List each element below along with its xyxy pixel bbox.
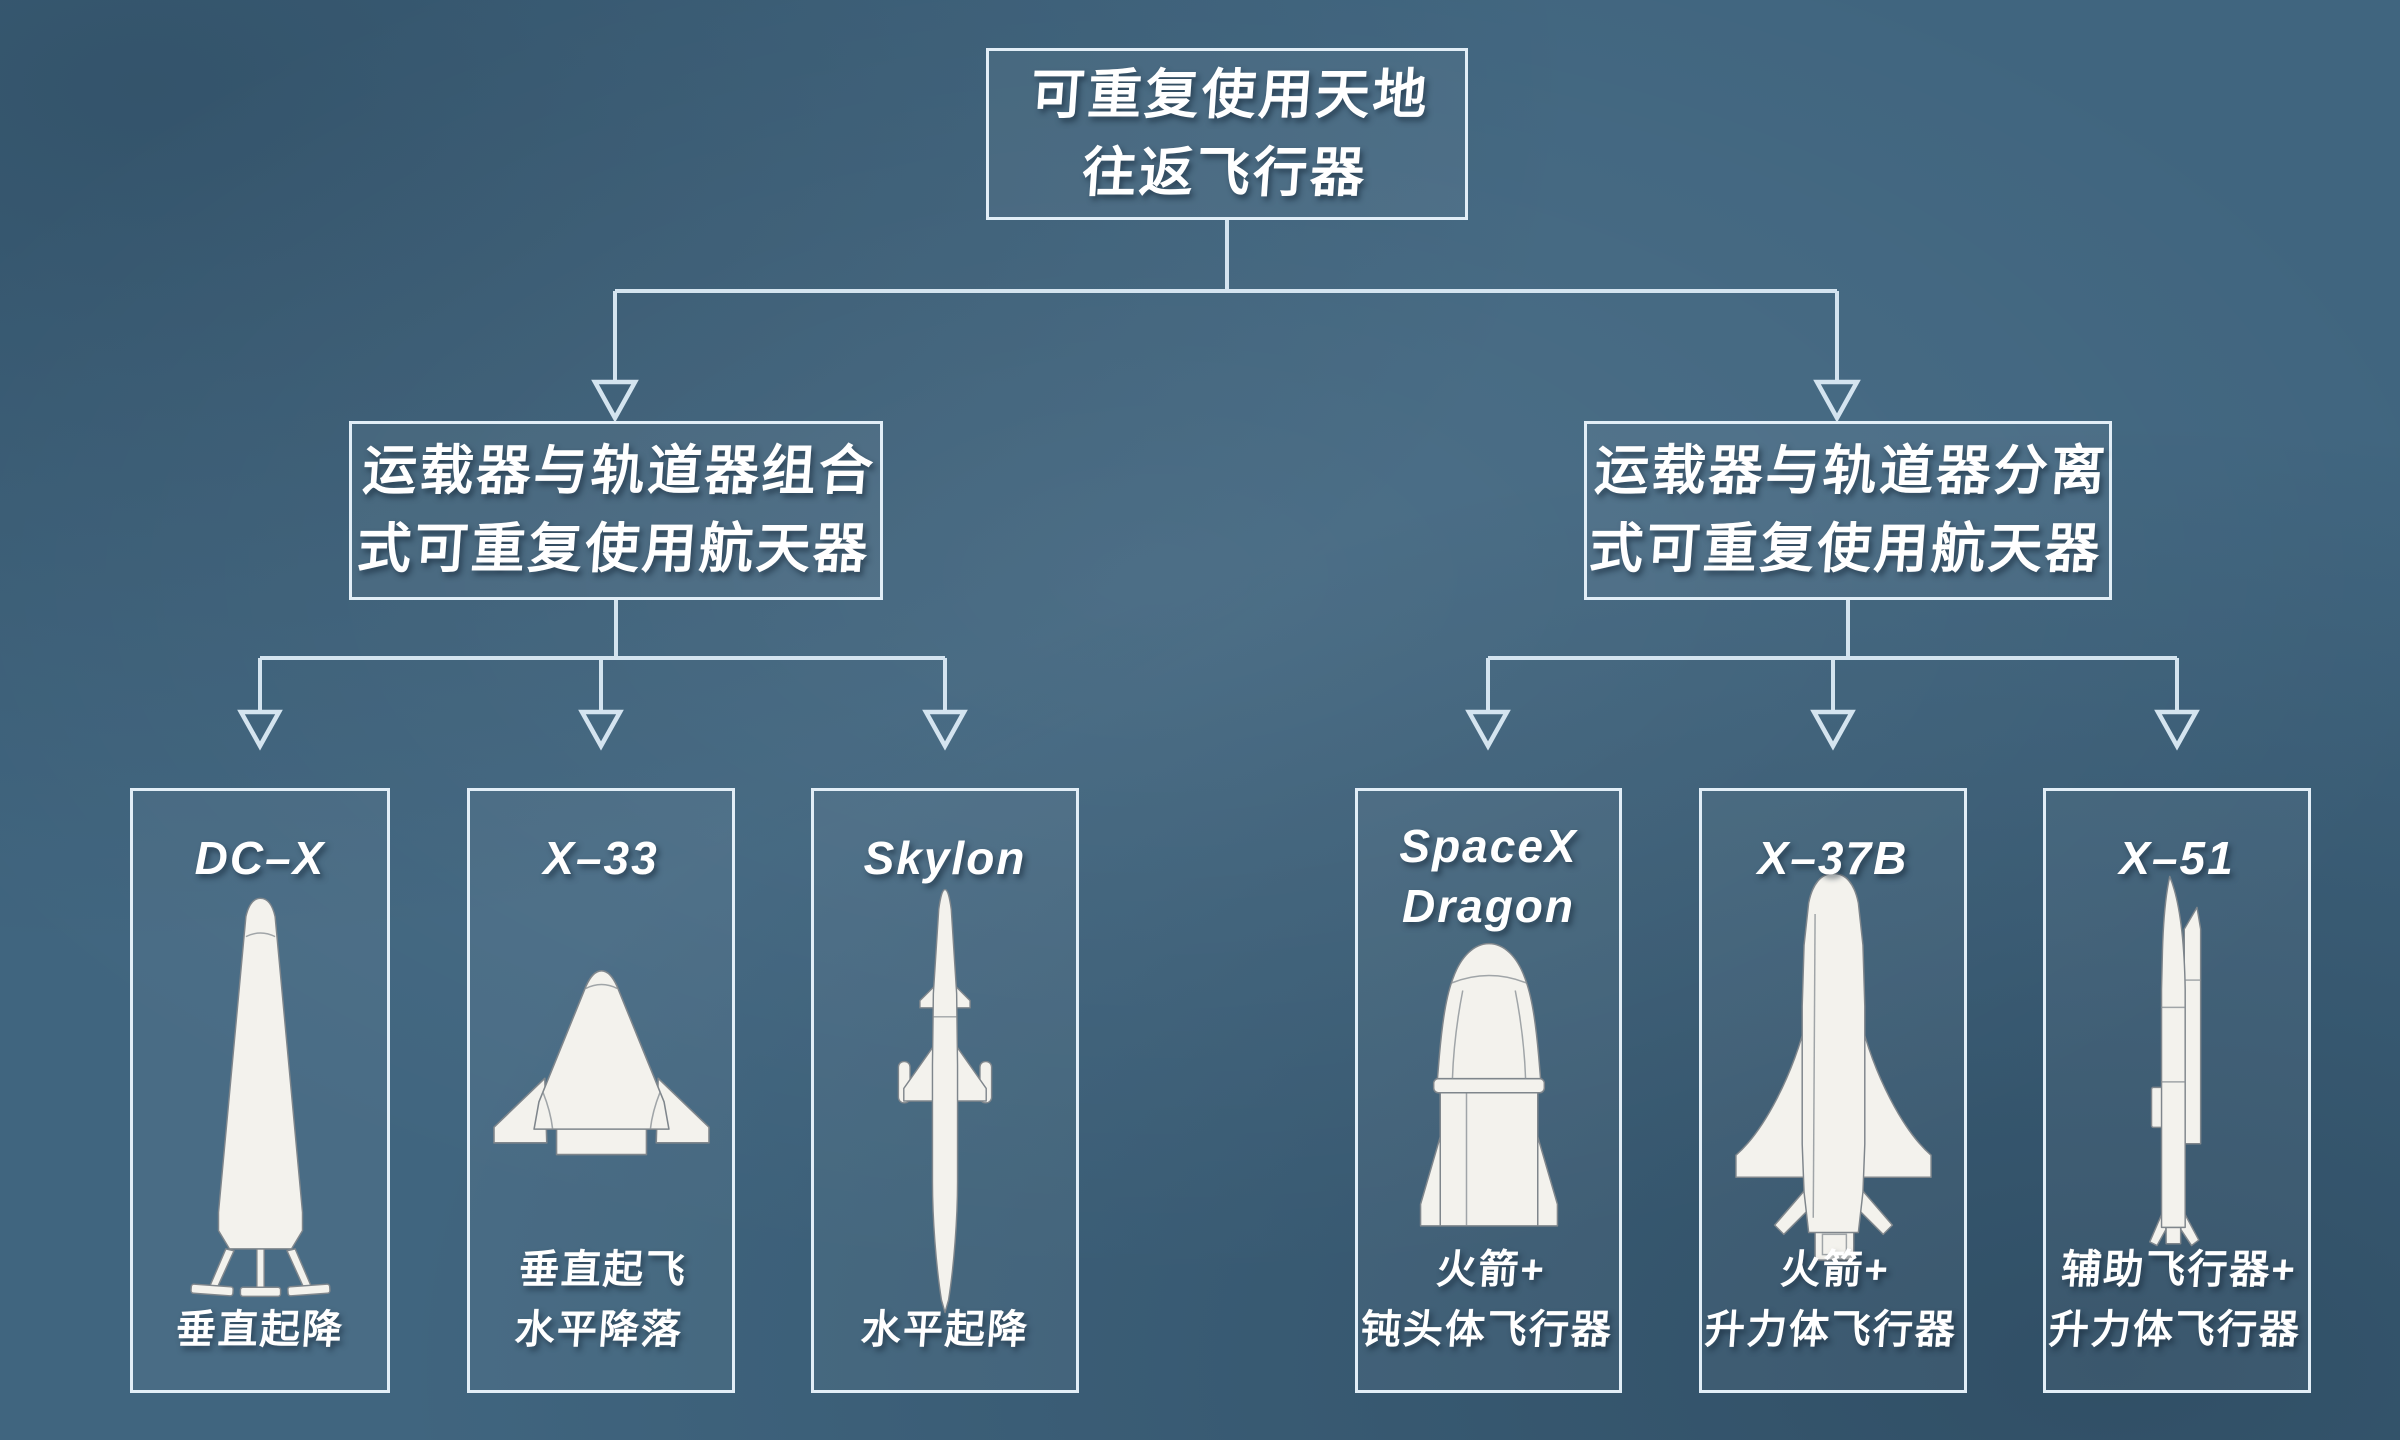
arrow-down-icon [922,709,968,751]
leaf-caption-line1: 辅助飞行器+ [2059,1248,2299,1292]
leaf-title: DC–X [195,817,326,901]
dragon-capsule-icon [1419,943,1558,1227]
root-title: 可重复使用天地 往返飞行器 [1022,56,1432,213]
branch-node-combined: 运载器与轨道器组合 式可重复使用航天器 [349,421,883,600]
arrow-down-icon [1465,709,1511,751]
leaf-icon-wrap [168,897,353,1300]
root-title-line2: 往返飞行器 [1079,143,1369,203]
leaf-caption: 辅助飞行器+ 升力体飞行器 [2047,1240,2307,1360]
leaf-title-line2: Dragon [1402,879,1575,932]
leaf-title: X–51 [2119,817,2234,901]
dcx-rocket-icon [189,897,331,1297]
root-node: 可重复使用天地 往返飞行器 [986,48,1468,220]
branch-left-line1: 运载器与轨道器组合 [360,441,878,502]
branch-right-title: 运载器与轨道器分离 式可重复使用航天器 [1586,432,2110,589]
leaf-caption: 垂直起降 [174,1300,346,1360]
leaf-icon-wrap [2122,875,2232,1246]
branch-left-line2: 式可重复使用航天器 [354,519,872,580]
leaf-caption-line2: 水平降落 [513,1308,685,1352]
x51-waverider-icon [2149,875,2202,1246]
leaf-caption-line1: 火箭+ [1778,1248,1892,1292]
leaf-icon-wrap [1716,872,1951,1261]
branch-right-line1: 运载器与轨道器分离 [1592,441,2110,502]
leaf-node-dcx: DC–X 垂直起降 [130,788,390,1393]
leaf-title-line1: DC–X [194,832,326,885]
leaf-caption-line1: 火箭+ [1434,1248,1547,1292]
x37b-spaceplane-icon [1734,872,1932,1261]
leaf-caption-line1: 垂直起降 [174,1308,346,1352]
leaf-title: SpaceX Dragon [1399,817,1577,937]
arrow-down-icon [1813,379,1861,423]
leaf-caption: 水平起降 [859,1300,1031,1360]
branch-left-title: 运载器与轨道器组合 式可重复使用航天器 [354,432,878,589]
leaf-node-x37b: X–37B 火箭+ 升力体飞行器 [1699,788,1967,1393]
tree-branch-lines [258,220,2179,710]
leaf-caption-line2: 升力体飞行器 [1703,1308,1959,1352]
leaf-title: X–37B [1758,817,1909,901]
branch-right-line2: 式可重复使用航天器 [1586,519,2104,580]
leaf-caption-line2: 钝头体飞行器 [1358,1308,1614,1352]
arrow-down-icon [2154,709,2200,751]
leaf-icon-wrap [484,901,719,1240]
leaf-title-line1: Skylon [863,832,1027,885]
branch-node-separated: 运载器与轨道器分离 式可重复使用航天器 [1584,421,2112,600]
root-title-line1: 可重复使用天地 [1028,64,1432,125]
leaf-node-x33: X–33 垂直起飞 水平降落 [467,788,735,1393]
leaf-title-line1: X–37B [1757,832,1909,885]
arrow-down-icon [1810,709,1856,751]
leaf-title: Skylon [864,817,1027,901]
leaf-caption-line2: 升力体飞行器 [2047,1308,2303,1352]
leaf-icon-wrap [889,888,1001,1313]
leaf-icon-wrap [1394,937,1584,1240]
skylon-spaceplane-icon [897,888,993,1313]
leaf-caption: 垂直起飞 水平降落 [513,1240,689,1360]
leaf-caption: 火箭+ 钝头体飞行器 [1358,1240,1618,1360]
arrow-down-icon [591,379,639,423]
arrow-down-icon [237,709,283,751]
leaf-caption: 火箭+ 升力体飞行器 [1703,1240,1963,1360]
leaf-title-line1: SpaceX [1399,820,1578,872]
leaf-title: X–33 [543,817,658,901]
leaf-node-x51: X–51 辅助飞行器+ 升力体飞行器 [2043,788,2311,1393]
leaf-title-line1: X–33 [543,832,659,885]
leaf-caption-line1: 水平起降 [859,1308,1031,1352]
leaf-title-line1: X–51 [2119,832,2235,885]
arrow-down-icon [578,709,624,751]
leaf-node-spacex-dragon: SpaceX Dragon 火箭+ 钝头体飞行器 [1355,788,1622,1393]
leaf-node-skylon: Skylon 水平起降 [811,788,1079,1393]
leaf-caption-line1: 垂直起飞 [517,1248,689,1292]
x33-lifting-body-icon [492,970,710,1156]
